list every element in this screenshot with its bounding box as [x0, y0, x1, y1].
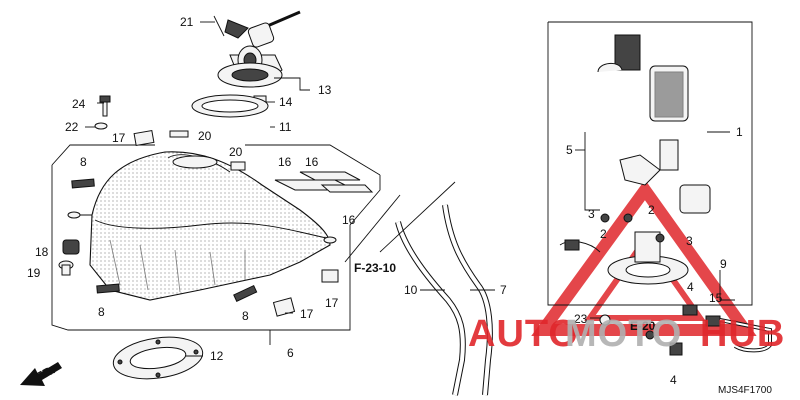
callout-17-right: 17 — [325, 296, 339, 310]
rubber-pads — [71, 129, 374, 317]
callout-6: 6 — [287, 346, 294, 360]
diagram-code: MJS4F1700 — [718, 385, 772, 396]
callout-3-right: 3 — [686, 234, 693, 248]
callout-9: 9 — [720, 257, 727, 271]
watermark-hub: HUB — [700, 313, 785, 355]
callout-15: 15 — [709, 291, 723, 305]
callout-16-c: 16 — [342, 213, 356, 227]
callout-8-left: 8 — [98, 305, 105, 319]
fuel-pump-module — [559, 34, 772, 356]
callout-20-top: 20 — [198, 129, 212, 143]
grommet-collar — [58, 239, 80, 276]
leader-lines — [85, 21, 735, 357]
callout-17-bottom: 17 — [300, 307, 314, 321]
callout-19: 19 — [27, 266, 41, 280]
callout-16-b: 16 — [305, 155, 319, 169]
callout-24: 24 — [72, 97, 86, 111]
callout-21: 21 — [180, 15, 194, 29]
callout-17-top: 17 — [112, 131, 126, 145]
tank-assembly-box — [51, 144, 381, 331]
callout-2-right: 2 — [648, 203, 655, 217]
reference-leader — [344, 181, 456, 263]
fuel-tank — [67, 151, 337, 301]
reference-e-20: E-20 — [630, 319, 656, 333]
watermark-auto: AUTO — [468, 313, 579, 355]
callout-14: 14 — [279, 95, 293, 109]
callout-7: 7 — [500, 283, 507, 297]
callout-labels: 21 13 14 11 24 22 17 20 20 8 16 16 16 18… — [27, 15, 743, 387]
watermark-text: AUTO MOTO HUB — [468, 313, 785, 355]
reference-f-23-10: F-23-10 — [354, 261, 396, 275]
fuel-hoses — [395, 204, 493, 396]
callout-3-left: 3 — [588, 207, 595, 221]
front-arrow-icon — [20, 362, 62, 386]
callout-22: 22 — [65, 120, 79, 134]
callout-10: 10 — [404, 283, 418, 297]
callout-23: 23 — [574, 312, 588, 326]
callout-8-top: 8 — [80, 155, 87, 169]
callout-4-top: 4 — [687, 280, 694, 294]
fuel-pump-box — [547, 21, 753, 306]
callout-4-bottom: 4 — [670, 373, 677, 387]
gasket-plate — [112, 336, 204, 380]
callout-20-mid: 20 — [229, 145, 243, 159]
callout-5: 5 — [566, 143, 573, 157]
callout-11: 11 — [279, 120, 292, 134]
callout-12: 12 — [210, 349, 224, 363]
callout-16-a: 16 — [278, 155, 292, 169]
bolt-and-washer — [94, 95, 111, 130]
callout-18: 18 — [35, 245, 49, 259]
callout-1: 1 — [736, 125, 743, 139]
watermark-moto: MOTO — [565, 313, 682, 355]
fuel-cap-assembly — [191, 10, 301, 118]
callout-2-left: 2 — [600, 227, 607, 241]
callout-13: 13 — [318, 83, 332, 97]
callout-8-right: 8 — [242, 309, 249, 323]
